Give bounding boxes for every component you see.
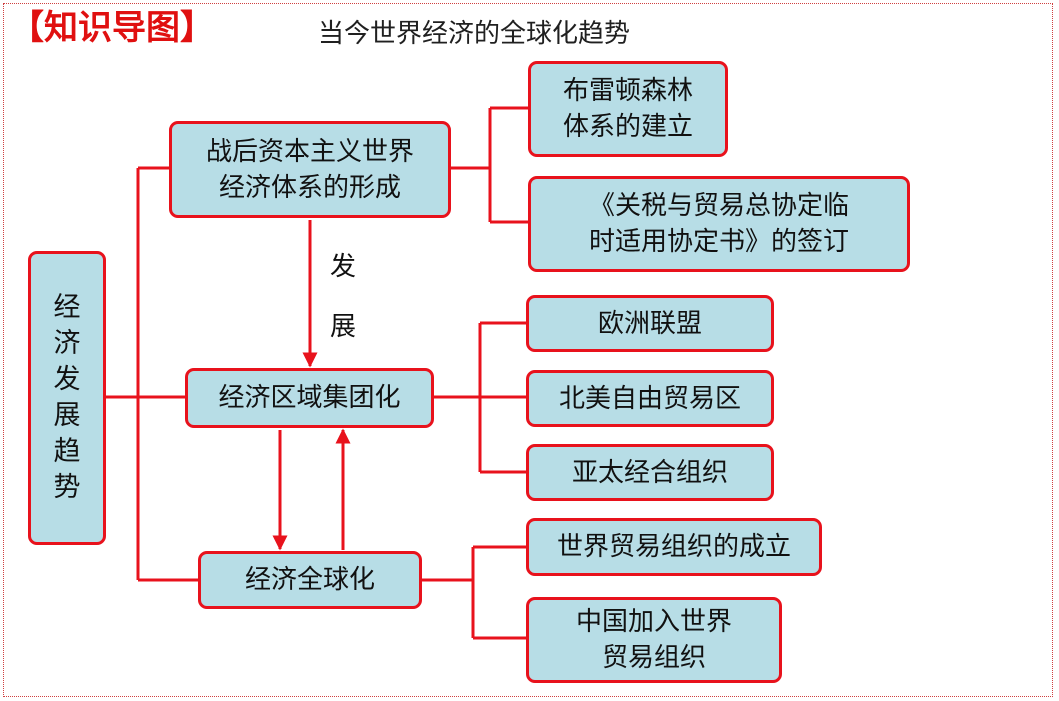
node-globalization: 经济全球化 — [198, 551, 422, 609]
develop-label: 发 展 — [329, 252, 356, 342]
node-gatt-protocol: 《关税与贸易总协定临 时适用协定书》的签订 — [528, 176, 910, 272]
node-apec: 亚太经合组织 — [526, 444, 774, 501]
root-node: 经 济 发 展 趋 势 — [28, 251, 106, 545]
node-bretton-woods: 布雷顿森林 体系的建立 — [528, 61, 728, 157]
node-china-joins-wto: 中国加入世界 贸易组织 — [526, 597, 782, 683]
node-european-union: 欧洲联盟 — [526, 295, 774, 352]
node-regional-blocs: 经济区域集团化 — [185, 368, 434, 428]
dotted-frame — [3, 3, 1053, 697]
node-wto-founded: 世界贸易组织的成立 — [526, 518, 822, 576]
header-tag: 【知识导图】 — [10, 8, 214, 48]
node-postwar-system: 战后资本主义世界 经济体系的形成 — [169, 121, 451, 218]
node-nafta: 北美自由贸易区 — [526, 370, 774, 427]
page-title: 当今世界经济的全球化趋势 — [318, 19, 631, 49]
